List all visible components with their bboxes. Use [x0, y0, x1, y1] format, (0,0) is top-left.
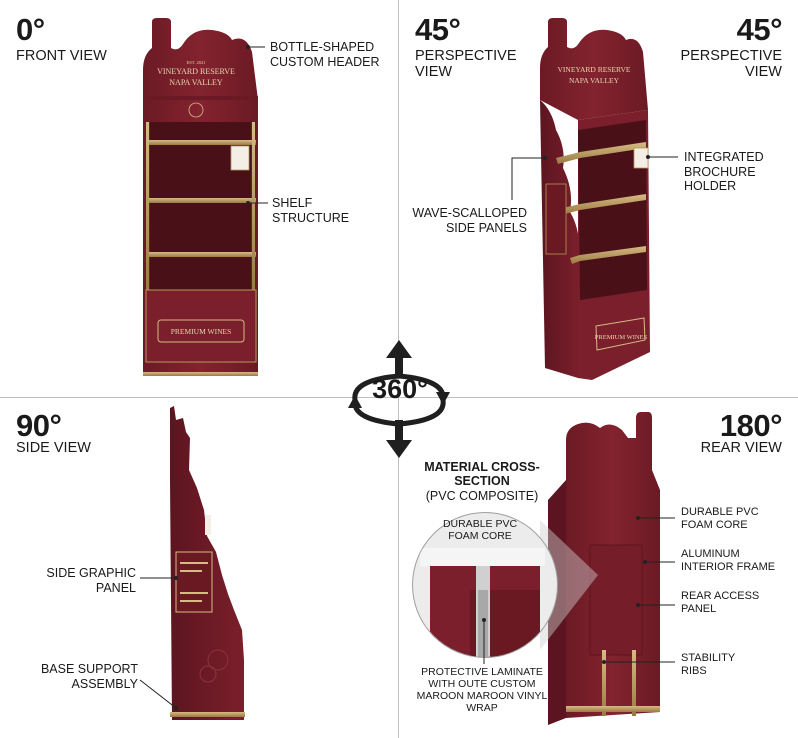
- perspective-view-display: [540, 18, 650, 380]
- callout-stability-ribs: STABILITY RIBS: [681, 652, 736, 677]
- perspective-header: [540, 18, 648, 120]
- side-view-angle: 90°: [16, 408, 62, 443]
- front-base-plate: [157, 319, 245, 343]
- front-view-label: FRONT VIEW: [16, 48, 107, 64]
- material-title: MATERIAL CROSS-SECTION: [424, 460, 540, 488]
- perspective-left-label: PERSPECTIVE VIEW: [415, 48, 517, 80]
- rotation-symbol: [348, 340, 450, 458]
- callout-rear-access: REAR ACCESS PANEL: [681, 590, 760, 615]
- lens-foam-core-label: DURABLE PVC FOAM CORE: [442, 518, 518, 542]
- perspective-shelf-2: [563, 194, 646, 214]
- laminate-label: PROTECTIVE LAMINATE WITH OUTE CUSTOM MAR…: [416, 666, 548, 714]
- rotation-label: 360°: [372, 374, 428, 404]
- front-view-angle: 0°: [16, 12, 45, 47]
- callout-bottle-header: BOTTLE-SHAPED CUSTOM HEADER: [270, 40, 380, 69]
- callout-wave-panels: WAVE-SCALLOPED SIDE PANELS: [412, 206, 527, 235]
- rotation-arrow-down-icon: [386, 420, 412, 458]
- callout-shelf-structure: SHELF STRUCTURE: [272, 196, 350, 225]
- perspective-brand-line1: VINEYARD RESERVE: [558, 65, 631, 74]
- perspective-right-angle: 45°: [736, 12, 783, 47]
- rear-side-edge: [548, 480, 566, 725]
- rear-rib-right: [632, 650, 636, 716]
- rear-access-panel: [589, 544, 643, 656]
- side-view-label: SIDE VIEW: [16, 440, 91, 456]
- material-lens: [412, 512, 558, 658]
- callout-side-graphic: SIDE GRAPHIC PANEL: [46, 566, 136, 595]
- front-header-shape: [143, 18, 258, 100]
- callout-pvc-foam-core: DURABLE PVC FOAM CORE: [681, 506, 759, 531]
- callout-brochure-holder: INTEGRATED BROCHURE HOLDER: [684, 150, 764, 193]
- front-shelf-2: [146, 198, 256, 203]
- perspective-right-label: PERSPECTIVE VIEW: [680, 48, 782, 80]
- perspective-brand-line2: NAPA VALLEY: [569, 76, 620, 85]
- front-brand-line1: VINEYARD RESERVE: [157, 67, 235, 76]
- callout-base-support: BASE SUPPORT ASSEMBLY: [40, 662, 138, 691]
- front-view-display: [143, 18, 258, 376]
- rear-view-angle: 180°: [719, 408, 783, 443]
- side-graphic-panel: [175, 551, 213, 613]
- rear-view-label: REAR VIEW: [700, 440, 782, 456]
- perspective-shelf-3: [570, 246, 646, 264]
- side-view-display: [170, 406, 245, 720]
- perspective-brochure: [633, 147, 649, 169]
- front-brochure: [230, 145, 250, 171]
- perspective-shelf-1: [556, 142, 646, 164]
- perspective-left-angle: 45°: [415, 12, 461, 47]
- front-shelf-3: [146, 252, 256, 257]
- rotation-arrow-up-icon: [386, 340, 412, 378]
- front-shelf-1: [146, 140, 256, 145]
- front-base-text: PREMIUM WINES: [171, 327, 232, 336]
- callout-aluminum-frame: ALUMINUM INTERIOR FRAME: [681, 548, 776, 573]
- perspective-base-text: PREMIUM WINES: [595, 334, 648, 341]
- material-subtitle: (PVC COMPOSITE): [425, 489, 539, 503]
- rear-view-display: [540, 412, 660, 725]
- horizontal-divider: [0, 397, 798, 398]
- rear-rib-left: [602, 650, 606, 716]
- front-est: EST. 2021: [187, 60, 206, 65]
- leader-lines: [139, 45, 678, 710]
- front-brand-line2: NAPA VALLEY: [169, 78, 223, 87]
